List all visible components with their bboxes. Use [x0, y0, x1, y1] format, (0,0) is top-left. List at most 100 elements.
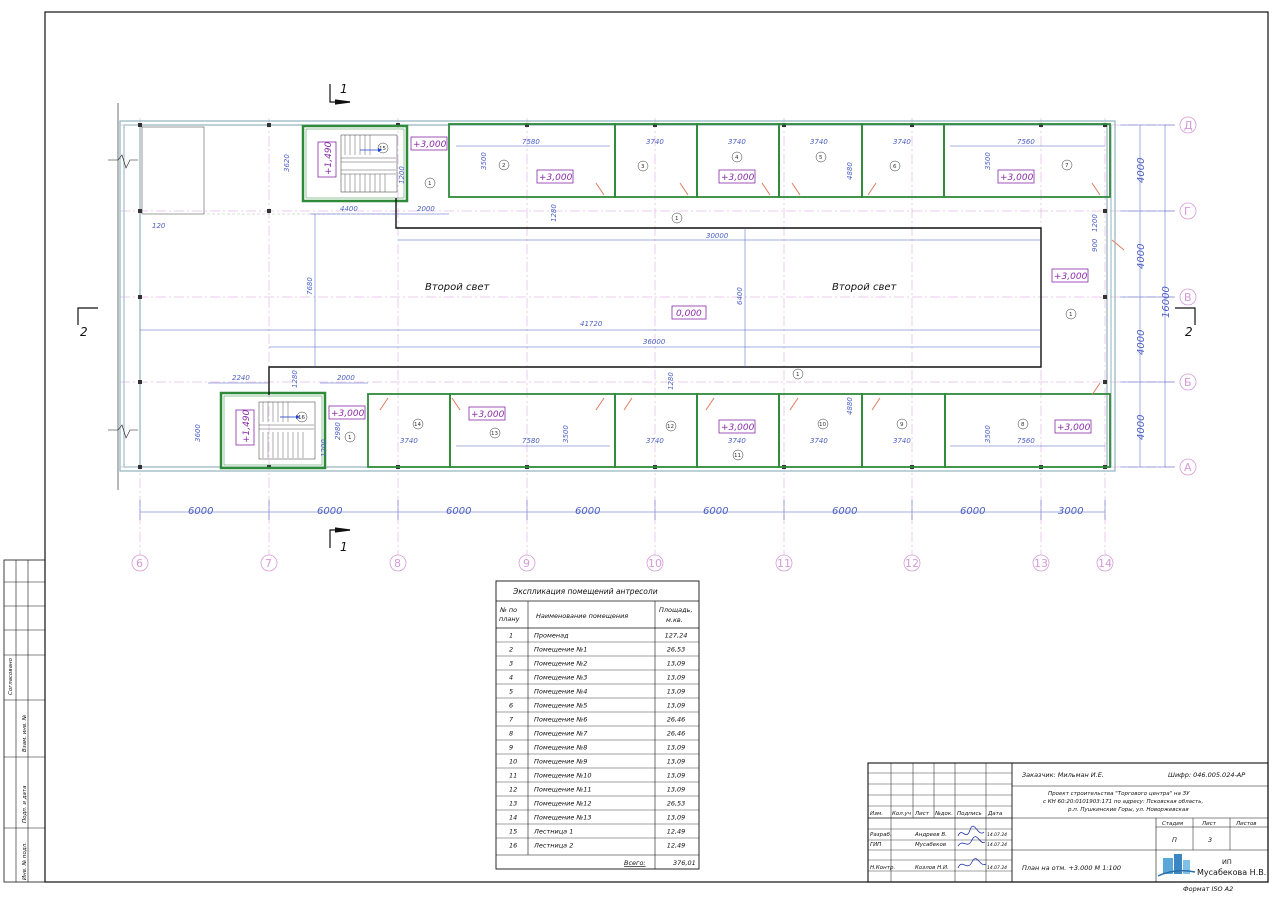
tb-date-3: 14.07.24 — [987, 865, 1007, 871]
level-mezz: +3,000 — [471, 410, 505, 420]
room-corridor-no: 1 — [1069, 312, 1073, 318]
schedule-cell-name: Лестница 1 — [533, 828, 573, 836]
dim-3740: 3740 — [646, 138, 664, 146]
axis-label: Д — [1184, 119, 1193, 132]
dim-3740: 3740 — [646, 437, 664, 445]
dim-span-bottom: 6000 — [703, 506, 728, 517]
stair-2: +1,490 16 — [219, 391, 327, 470]
room-no-bottom: 10 — [819, 422, 826, 428]
axis-label: 11 — [777, 557, 791, 570]
dim-lines — [139, 124, 1175, 520]
tb-format: Формат ISO A2 — [1183, 885, 1233, 893]
dim-2980: 2980 — [334, 422, 342, 440]
axis-label: Г — [1184, 205, 1191, 218]
schedule-cell-name: Помещение №10 — [534, 772, 591, 780]
level-mezz: +3,000 — [1054, 272, 1088, 282]
schedule-cell-area: 127,24 — [665, 632, 688, 640]
schedule-cell-name: Лестница 2 — [533, 842, 573, 850]
stair-1: +1,490 15 — [301, 124, 409, 203]
dim-3500-a: 3500 — [480, 152, 488, 170]
schedule-cell-no: 14 — [509, 814, 517, 822]
room-no-top: 7 — [1065, 163, 1069, 169]
room-corridor-no: 1 — [796, 372, 800, 378]
schedule-cell-no: 12 — [509, 786, 517, 794]
section-marks — [77, 84, 1196, 548]
dim-span-right: 4000 — [1136, 158, 1147, 183]
stair-2-number: 16 — [298, 415, 305, 421]
level-mezz: +3,000 — [1057, 423, 1091, 433]
axis-label: В — [1184, 291, 1192, 304]
dim-1280-top: 1280 — [550, 204, 558, 222]
outer-frame — [44, 11, 1269, 883]
room-corridor-no: 1 — [348, 435, 352, 441]
dim-4880-b: 4880 — [846, 397, 854, 415]
schedule-cell-area: 12,49 — [667, 828, 686, 836]
schedule-cell-no: 13 — [509, 800, 517, 808]
tb-role-2: ГИП — [870, 842, 881, 848]
schedule-col-no-2: плану — [499, 615, 520, 623]
room-no-top: 5 — [819, 155, 823, 161]
schedule-cell-area: 13,09 — [667, 814, 686, 822]
stamp-soglasovano: Согласовано — [8, 657, 14, 695]
dim-3740: 3740 — [810, 138, 828, 146]
axis-label: 9 — [523, 557, 530, 570]
axis-label: 14 — [1098, 557, 1112, 570]
second-light-right: Второй свет — [832, 282, 897, 293]
tb-stadia-lbl: Стадия — [1162, 821, 1184, 827]
side-stamp: Согласовано Взам. инв. № Подп. и дата Ин… — [3, 559, 46, 883]
schedule-cell-no: 10 — [509, 758, 517, 766]
room-no-bottom: 11 — [734, 453, 741, 459]
org-logo — [1157, 854, 1196, 877]
schedule-cell-name: Помещение №3 — [534, 674, 587, 682]
dim-36000: 36000 — [643, 338, 666, 346]
axis-label: 10 — [648, 557, 662, 570]
schedule-col-area-1: Площадь, — [659, 606, 693, 614]
schedule-cell-area: 13,09 — [667, 702, 686, 710]
dim-span-bottom: 3000 — [1058, 506, 1083, 517]
stair-1-number: 15 — [379, 146, 386, 152]
break-marks — [108, 103, 138, 490]
dim-span-bottom: 6000 — [832, 506, 857, 517]
level-center: 0,000 — [676, 309, 702, 319]
schedule-col-name: Наименование помещения — [536, 612, 628, 620]
room-bubbles — [344, 151, 1077, 461]
section-2-left: 2 — [80, 325, 88, 339]
tb-hdr-data: Дата — [987, 811, 1003, 817]
schedule-cell-area: 13,09 — [667, 772, 686, 780]
room-no-top: 6 — [893, 164, 897, 170]
schedule-cell-no: 9 — [509, 744, 513, 752]
dim-7680: 7680 — [306, 277, 314, 295]
schedule-cell-no: 11 — [509, 772, 517, 780]
signatures — [957, 825, 987, 869]
schedule-cell-name: Помещение №8 — [534, 744, 587, 752]
tb-sheet-title: План на отм. +3.000 М 1:100 — [1022, 864, 1121, 872]
tb-listov-lbl: Листов — [1235, 821, 1257, 827]
room-corridor-no: 1 — [428, 181, 432, 187]
schedule-col-area-2: м.кв. — [666, 616, 683, 624]
tb-role-1: Разраб. — [870, 832, 892, 838]
axis-label: А — [1184, 461, 1192, 474]
dim-900: 900 — [1091, 238, 1099, 252]
room-no-bottom: 12 — [667, 424, 674, 430]
dim-1280-left: 1280 — [291, 370, 299, 388]
room-schedule: Экспликация помещений антресоли № по пла… — [495, 580, 700, 870]
schedule-cell-no: 6 — [509, 702, 513, 710]
schedule-cell-no: 5 — [509, 688, 513, 696]
schedule-total-value: 376,01 — [673, 859, 696, 867]
tb-org-1: ИП — [1222, 858, 1232, 866]
section-1-bottom: 1 — [340, 540, 348, 554]
axis-label: Б — [1184, 376, 1192, 389]
dim-2240: 2240 — [232, 374, 250, 382]
schedule-cell-area: 13,09 — [667, 674, 686, 682]
schedule-cell-no: 16 — [509, 842, 517, 850]
dim-7580-b: 7580 — [522, 437, 540, 445]
schedule-cell-name: Помещение №12 — [534, 800, 591, 808]
schedule-total-label: Всего: — [624, 859, 646, 867]
schedule-cell-area: 26,53 — [667, 800, 686, 808]
level-mezz: +3,000 — [539, 173, 573, 183]
dim-3740: 3740 — [893, 437, 911, 445]
tb-project-2: с КН 60:20:0101903:171 по адресу: Псковс… — [1043, 799, 1203, 805]
dim-6400: 6400 — [736, 287, 744, 305]
dim-3600: 3600 — [194, 424, 202, 442]
